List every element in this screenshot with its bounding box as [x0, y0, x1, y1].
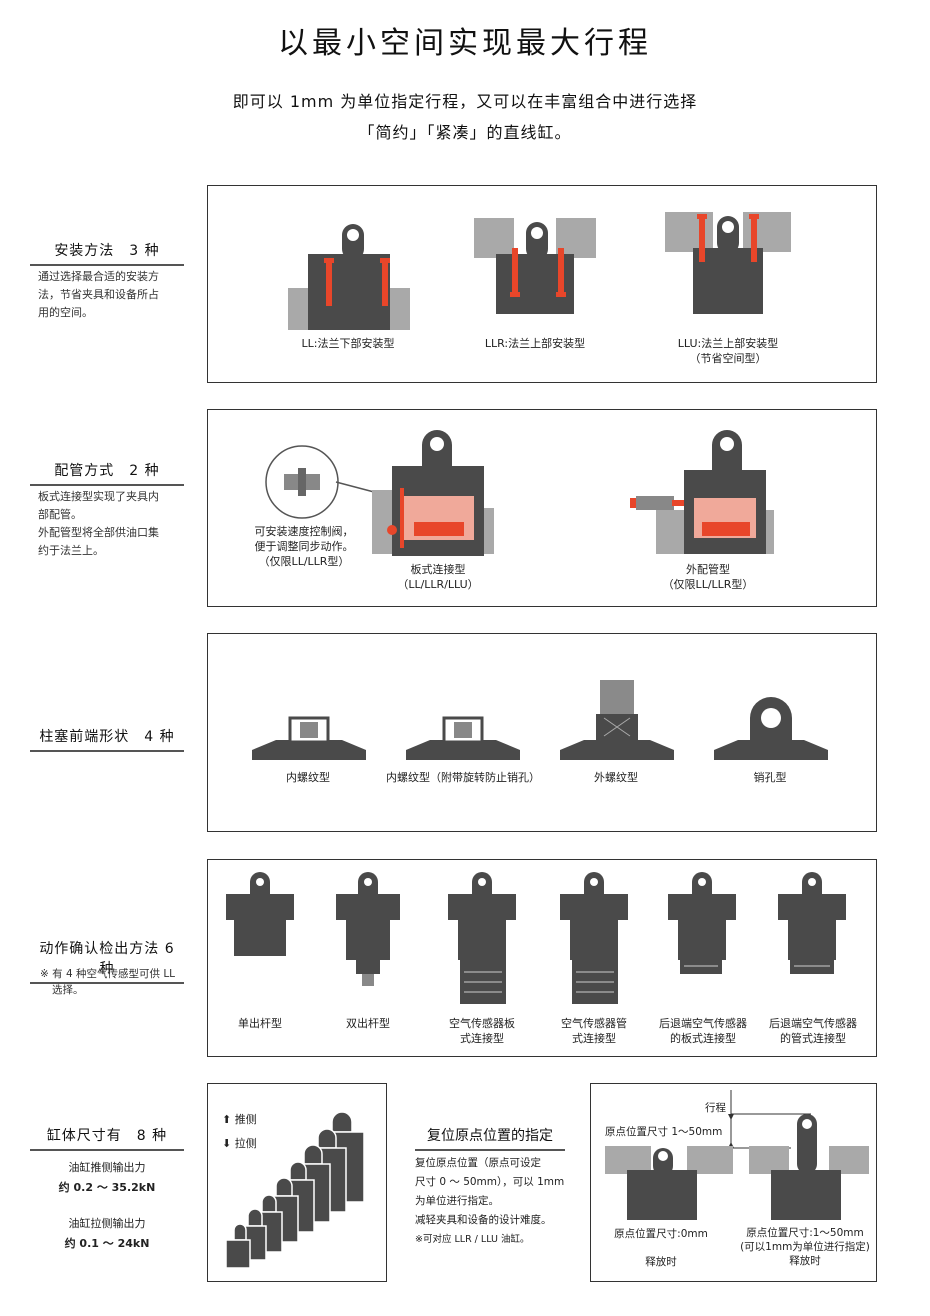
single-rod-illustration [226, 872, 294, 956]
double-rod-illustration [336, 872, 400, 986]
llr-mount-illustration [474, 218, 596, 314]
rod-end-label-2: 内螺纹型（附带旋转防止销孔） [386, 771, 540, 784]
ll-mount-illustration [288, 224, 410, 330]
stroke-label: 行程 [705, 1102, 726, 1114]
llr-mount-label: LLR:法兰上部安装型 [484, 337, 586, 350]
air-sensor-plate-illustration [448, 872, 516, 1004]
origin-diagram-illustration [605, 1090, 869, 1220]
retract-air-sensor-pipe-illustration [778, 872, 846, 974]
plate-piping-illustration [265, 430, 494, 556]
rod-end-heading: 柱塞前端形状 4 种 [30, 726, 184, 752]
rod-end-label-4: 销孔型 [753, 771, 787, 784]
llu-mount-illustration [665, 212, 791, 314]
mounting-description: 通过选择最合适的安装方法，节省夹具和设备所占用的空间。 [38, 270, 159, 319]
subtitle-line-2: 「简约」「紧凑」的直线缸。 [358, 123, 572, 142]
sizes-panel: ⬆ 推侧 ⬇ 拉侧 [207, 1083, 387, 1282]
air-sensor-pipe-illustration [560, 872, 628, 1004]
detection-label-6: 后退端空气传感器的管式连接型 [769, 1017, 857, 1045]
llu-mount-label: LLU:法兰上部安装型（节省空间型） [677, 337, 779, 365]
mounting-panel: LL:法兰下部安装型 LLR:法兰上部安装型 LLU:法兰上部安装型（节省空间型… [207, 185, 877, 383]
retract-air-sensor-plate-illustration [668, 872, 736, 974]
detection-label-2: 双出杆型 [346, 1017, 390, 1030]
origin-heading: 复位原点位置的指定 [415, 1125, 565, 1151]
force-legend: ⬆ 推侧 ⬇ 拉侧 [222, 1113, 257, 1150]
female-thread-pin-illustration [406, 716, 520, 760]
origin-dimension-label: 原点位置尺寸 1～50mm [605, 1126, 723, 1138]
rod-end-label-1: 内螺纹型 [286, 771, 330, 784]
sizes-forces: 油缸推侧输出力 约 0.2 ～ 35.2kN 油缸拉侧输出力 约 0.1 ～ 2… [58, 1161, 156, 1250]
clevis-pin-illustration [714, 697, 828, 760]
plate-piping-label: 板式连接型（LL/LLR/LLU） [397, 563, 479, 591]
mounting-heading: 安装方法 3 种 [30, 240, 184, 266]
valve-note: 可安装速度控制阀，便于调整同步动作。（仅限LL/LLR型） [254, 525, 354, 568]
detection-label-4: 空气传感器管式连接型 [561, 1017, 627, 1045]
subtitle-line-1: 即可以 1mm 为单位指定行程，又可以在丰富组合中进行选择 [232, 92, 698, 111]
piping-heading: 配管方式 2 种 [30, 460, 184, 486]
push-arrow-icon: ⬆ [222, 1113, 232, 1126]
detection-panel: 单出杆型 双出杆型 空气传感器板式连接型 空气传感器管式连接型 后退端空气传感器… [207, 859, 877, 1057]
detection-heading: 动作确认检出方法 6 种 [30, 938, 184, 984]
female-thread-illustration [252, 716, 366, 760]
piping-description: 板式连接型实现了夹具内部配管。外配管型将全部供油口集约于法兰上。 [38, 490, 159, 557]
pull-arrow-icon: ⬇ [222, 1137, 232, 1150]
detection-label-3: 空气传感器板式连接型 [449, 1017, 515, 1045]
page-title: 以最小空间实现最大行程 [278, 26, 652, 61]
detection-illustrations [226, 872, 846, 1004]
rod-end-panel: 内螺纹型 内螺纹型（附带旋转防止销孔） 外螺纹型 销孔型 [207, 633, 877, 832]
detection-label-5: 后退端空气传感器的板式连接型 [659, 1017, 747, 1045]
male-thread-illustration [560, 680, 674, 760]
piping-panel: 可安装速度控制阀，便于调整同步动作。（仅限LL/LLR型） 板式连接型（LL/L… [207, 409, 877, 607]
rod-end-label-3: 外螺纹型 [594, 771, 638, 784]
detection-label-1: 单出杆型 [238, 1017, 282, 1030]
external-piping-label: 外配管型（仅限LL/LLR型） [662, 563, 754, 591]
origin-right-caption: 原点位置尺寸:1～50mm(可以1mm为单位进行指定)释放时 [740, 1227, 870, 1267]
cylinder-size-lineup-illustration [225, 1111, 365, 1269]
ll-mount-label: LL:法兰下部安装型 [301, 337, 395, 350]
external-piping-illustration [630, 430, 774, 554]
sizes-heading: 缸体尺寸有 8 种 [30, 1125, 184, 1151]
